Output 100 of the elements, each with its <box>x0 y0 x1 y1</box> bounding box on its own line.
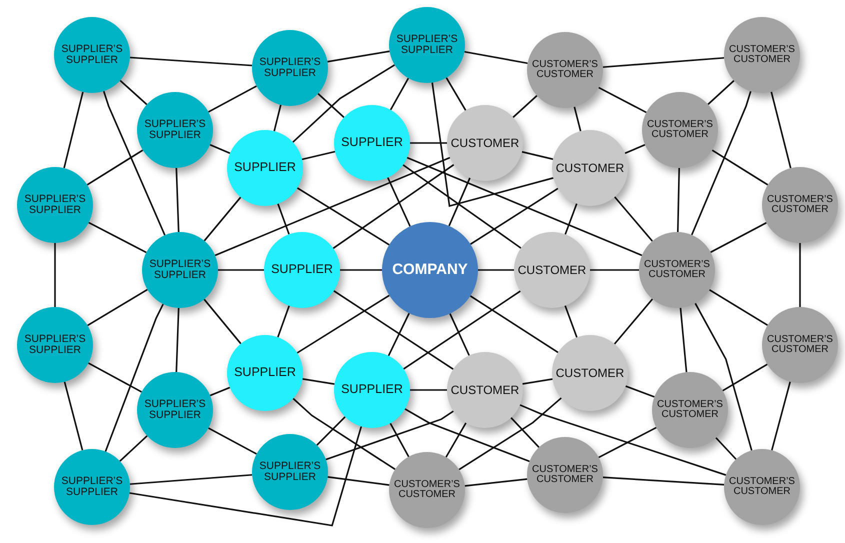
node-label: CUSTOMER’S CUSTOMER <box>766 334 834 356</box>
node-label: SUPPLIER’S SUPPLIER <box>23 334 87 356</box>
network-circle <box>54 449 130 525</box>
connector-line <box>574 106 582 132</box>
connector-line <box>771 382 791 450</box>
connector-line <box>210 144 230 154</box>
network-circle <box>389 7 465 83</box>
network-circle <box>17 167 93 243</box>
connector-line <box>214 156 450 256</box>
node-label: CUSTOMER’S CUSTOMER <box>728 476 796 498</box>
connector-line <box>316 416 346 446</box>
network-circle <box>724 449 800 525</box>
node-label: SUPPLIER’S SUPPLIER <box>395 34 459 56</box>
connector-line <box>176 168 180 232</box>
connector-line <box>333 290 454 370</box>
connector-line <box>292 64 396 143</box>
connector-line <box>470 295 558 354</box>
node-label: SUPPLIER’S SUPPLIER <box>148 258 212 282</box>
connector-line <box>602 57 724 68</box>
node-label: CUSTOMER’S CUSTOMER <box>643 260 711 280</box>
connector-line <box>470 188 558 245</box>
connector-line <box>680 308 688 372</box>
node-label: SUPPLIER <box>271 263 333 277</box>
node-label: CUSTOMER <box>556 162 624 174</box>
connector-line <box>387 177 411 227</box>
node-label: CUSTOMER’S CUSTOMER <box>393 480 461 500</box>
node-label: SUPPLIER’S SUPPLIER <box>143 398 207 422</box>
network-circle <box>527 437 603 513</box>
connector-line <box>204 196 242 242</box>
connector-line <box>602 476 724 486</box>
network-circle <box>552 130 628 206</box>
node-label: SUPPLIER <box>341 136 403 150</box>
connector-line <box>326 410 454 460</box>
connector-line <box>446 77 466 111</box>
connector-line <box>564 203 578 235</box>
connector-line <box>120 80 148 106</box>
connector-line <box>770 92 792 168</box>
connector-line <box>302 150 336 160</box>
connector-line <box>431 82 554 208</box>
node-label: CUSTOMER’S CUSTOMER <box>656 400 724 420</box>
network-circle <box>334 352 410 428</box>
node-label: CUSTOMER’S CUSTOMER <box>646 120 714 140</box>
node-label: SUPPLIER <box>341 383 403 397</box>
connector-line <box>464 50 528 64</box>
connector-line <box>710 222 767 253</box>
connector-line <box>208 427 257 455</box>
connector-line <box>88 362 142 393</box>
connector-line <box>510 417 540 448</box>
connector-line <box>86 149 144 186</box>
network-circle <box>252 30 328 106</box>
node-label: CUSTOMER <box>556 366 624 380</box>
network-circle <box>227 335 303 411</box>
connector-line <box>677 168 680 232</box>
connector-line <box>104 304 164 452</box>
connector-line <box>54 243 56 307</box>
connector-line <box>296 187 390 246</box>
connector-line <box>402 164 522 249</box>
network-circle <box>382 222 478 318</box>
network-circle <box>334 105 410 181</box>
node-label: SUPPLIER’S SUPPLIER <box>60 476 124 498</box>
network-circle <box>54 17 130 93</box>
connector-line <box>130 474 252 485</box>
network-circle <box>17 307 93 383</box>
network-circle <box>252 434 328 510</box>
connector-line <box>522 378 553 385</box>
connector-line <box>598 86 647 114</box>
connector-line <box>130 56 252 66</box>
connector-line <box>204 298 242 344</box>
connector-line <box>522 151 554 160</box>
connector-line <box>296 294 390 354</box>
connector-line <box>590 269 639 271</box>
connector-line <box>318 93 344 118</box>
network-circle <box>652 372 728 448</box>
network-circle <box>762 167 838 243</box>
connector-line <box>694 302 752 451</box>
node-label: CUSTOMER’S CUSTOMER <box>531 60 599 80</box>
network-circle <box>762 307 838 383</box>
network-circle <box>137 372 213 448</box>
connector-line <box>87 288 148 326</box>
connector-line <box>218 269 264 271</box>
connector-line <box>722 364 768 392</box>
connector-line <box>624 144 646 154</box>
node-label: CUSTOMER’S CUSTOMER <box>766 194 834 216</box>
node-label: CUSTOMER <box>450 136 520 150</box>
connector-line <box>63 92 84 168</box>
connector-line <box>102 90 166 236</box>
connector-line <box>64 382 84 450</box>
connector-line <box>332 164 454 249</box>
connector-line <box>520 404 726 476</box>
node-label: SUPPLIER <box>234 366 296 380</box>
node-label: SUPPLIER’S SUPPLIER <box>258 460 322 484</box>
connector-line <box>715 437 737 460</box>
network-circle <box>724 17 800 93</box>
connector-line <box>302 378 335 385</box>
network-circle <box>142 232 218 308</box>
connector-line <box>458 397 562 470</box>
network-circle <box>389 452 465 528</box>
node-label: SUPPLIER’S SUPPLIER <box>60 44 124 66</box>
connector-line <box>448 178 471 226</box>
connector-line <box>410 142 447 144</box>
